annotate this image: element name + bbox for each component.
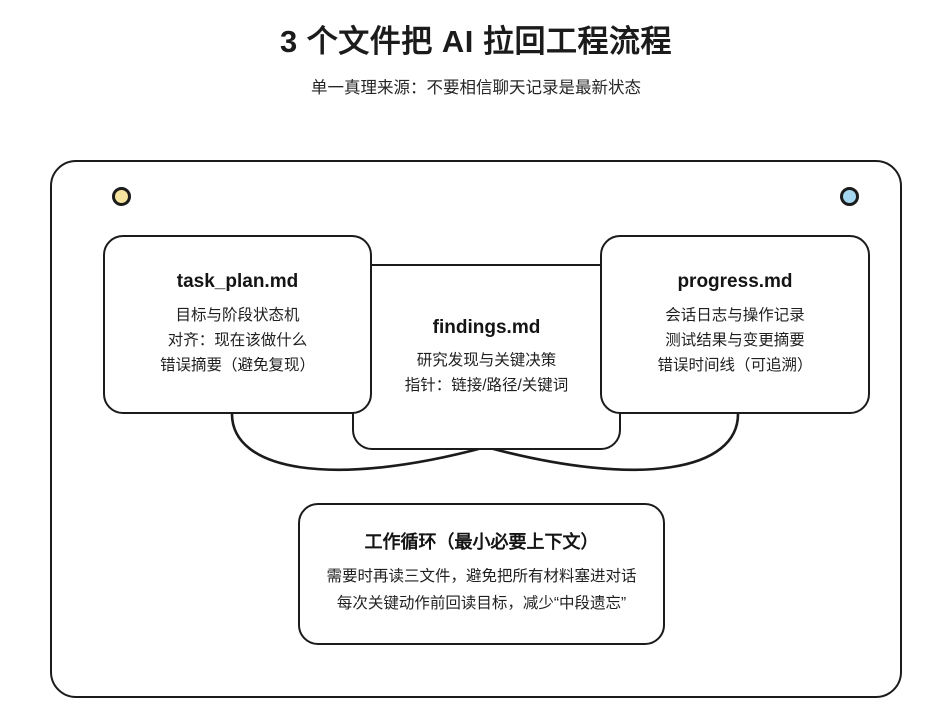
status-dot-yellow-icon (112, 187, 131, 206)
card-findings[interactable]: findings.md 研究发现与关键决策 指针：链接/路径/关键词 (352, 264, 621, 450)
page-subtitle: 单一真理来源：不要相信聊天记录是最新状态 (311, 79, 641, 98)
card-task-plan-line-2: 对齐：现在该做什么 (167, 332, 308, 350)
card-findings-line-1: 研究发现与关键决策 (416, 352, 557, 370)
card-work-loop-line-2: 每次关键动作前回读目标，减少“中段遗忘” (336, 595, 627, 613)
card-work-loop[interactable]: 工作循环（最小必要上下文） 需要时再读三文件，避免把所有材料塞进对话 每次关键动… (298, 503, 665, 645)
card-task-plan-line-1: 目标与阶段状态机 (175, 307, 300, 325)
page-title: 3 个文件把 AI 拉回工程流程 (279, 24, 673, 59)
card-work-loop-line-1: 需要时再读三文件，避免把所有材料塞进对话 (326, 568, 637, 586)
card-progress-line-2: 测试结果与变更摘要 (665, 332, 805, 350)
card-progress-line-1: 会话日志与操作记录 (665, 307, 805, 325)
card-progress-title: progress.md (677, 271, 793, 293)
status-dot-blue-icon (840, 187, 859, 206)
card-progress-line-3: 错误时间线（可追溯） (657, 357, 813, 375)
page-header: 3 个文件把 AI 拉回工程流程 单一真理来源：不要相信聊天记录是最新状态 (0, 0, 952, 100)
card-progress[interactable]: progress.md 会话日志与操作记录 测试结果与变更摘要 错误时间线（可追… (600, 235, 870, 414)
card-work-loop-title: 工作循环（最小必要上下文） (364, 531, 599, 552)
card-task-plan-line-3: 错误摘要（避免复现） (159, 357, 315, 375)
card-findings-line-2: 指针：链接/路径/关键词 (404, 377, 569, 395)
card-task-plan[interactable]: task_plan.md 目标与阶段状态机 对齐：现在该做什么 错误摘要（避免复… (103, 235, 372, 414)
card-findings-title: findings.md (432, 316, 541, 338)
card-task-plan-title: task_plan.md (176, 271, 299, 293)
